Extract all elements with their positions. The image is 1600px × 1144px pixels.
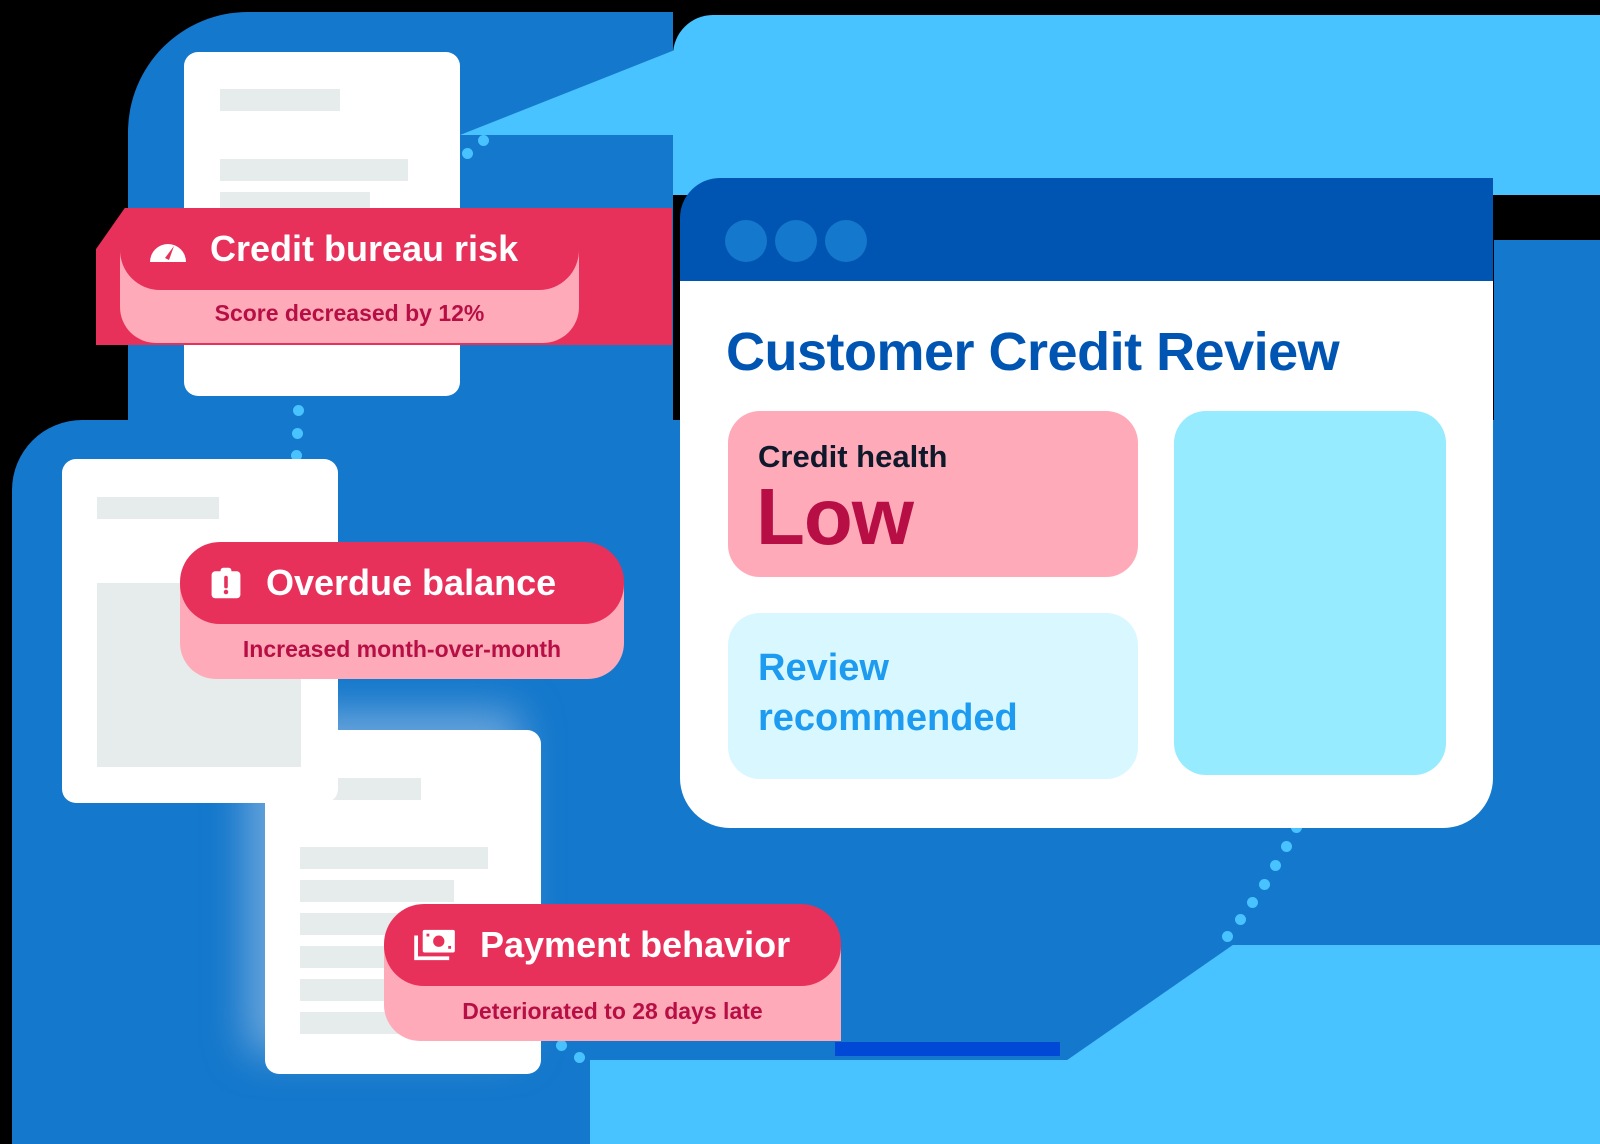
recommendation-text: Review recommended xyxy=(758,643,1018,743)
alert-header: Payment behavior xyxy=(384,904,841,986)
money-stack-icon xyxy=(414,929,455,961)
background-block-right xyxy=(1494,240,1600,840)
alert-detail-text: Increased month-over-month xyxy=(242,636,562,662)
gauge-icon xyxy=(150,244,186,262)
placeholder-panel xyxy=(1174,411,1446,775)
alert-overdue-balance[interactable]: Overdue balance Increased month-over-mon… xyxy=(180,542,624,679)
alert-payment-behavior[interactable]: Payment behavior Deteriorated to 28 days… xyxy=(384,904,841,1041)
recommendation-card: Review recommended xyxy=(728,613,1138,779)
recommendation-line-1: Review xyxy=(758,647,889,689)
alert-credit-bureau-risk[interactable]: Credit bureau risk Score decreased by 12… xyxy=(120,208,579,343)
credit-health-value: Low xyxy=(756,472,914,561)
window-control-dot-3[interactable] xyxy=(825,220,867,262)
background-block-top-right xyxy=(673,15,1600,195)
window-title-bar xyxy=(680,178,1493,281)
window-control-dot-2[interactable] xyxy=(775,220,817,262)
alert-title: Overdue balance xyxy=(266,562,557,603)
alert-detail-text: Score decreased by 12% xyxy=(214,300,485,326)
window-content: Customer Credit Review Credit health Low… xyxy=(680,281,1493,828)
page-title: Customer Credit Review xyxy=(726,322,1340,382)
window-control-dot-1[interactable] xyxy=(725,220,767,262)
credit-health-card: Credit health Low xyxy=(728,411,1138,577)
alert-title: Credit bureau risk xyxy=(210,228,519,269)
clipboard-alert-icon xyxy=(211,567,241,599)
credit-review-window: Customer Credit Review Credit health Low… xyxy=(680,178,1493,828)
background-block-bottom-right xyxy=(590,1060,1600,1144)
alert-header: Credit bureau risk xyxy=(120,208,579,290)
recommendation-line-2: recommended xyxy=(758,697,1018,739)
background-strip-bottom xyxy=(835,1042,1060,1056)
alert-detail-text: Deteriorated to 28 days late xyxy=(462,998,763,1024)
credit-health-label: Credit health xyxy=(758,439,948,474)
alert-header: Overdue balance xyxy=(180,542,624,624)
alert-title: Payment behavior xyxy=(480,924,791,965)
